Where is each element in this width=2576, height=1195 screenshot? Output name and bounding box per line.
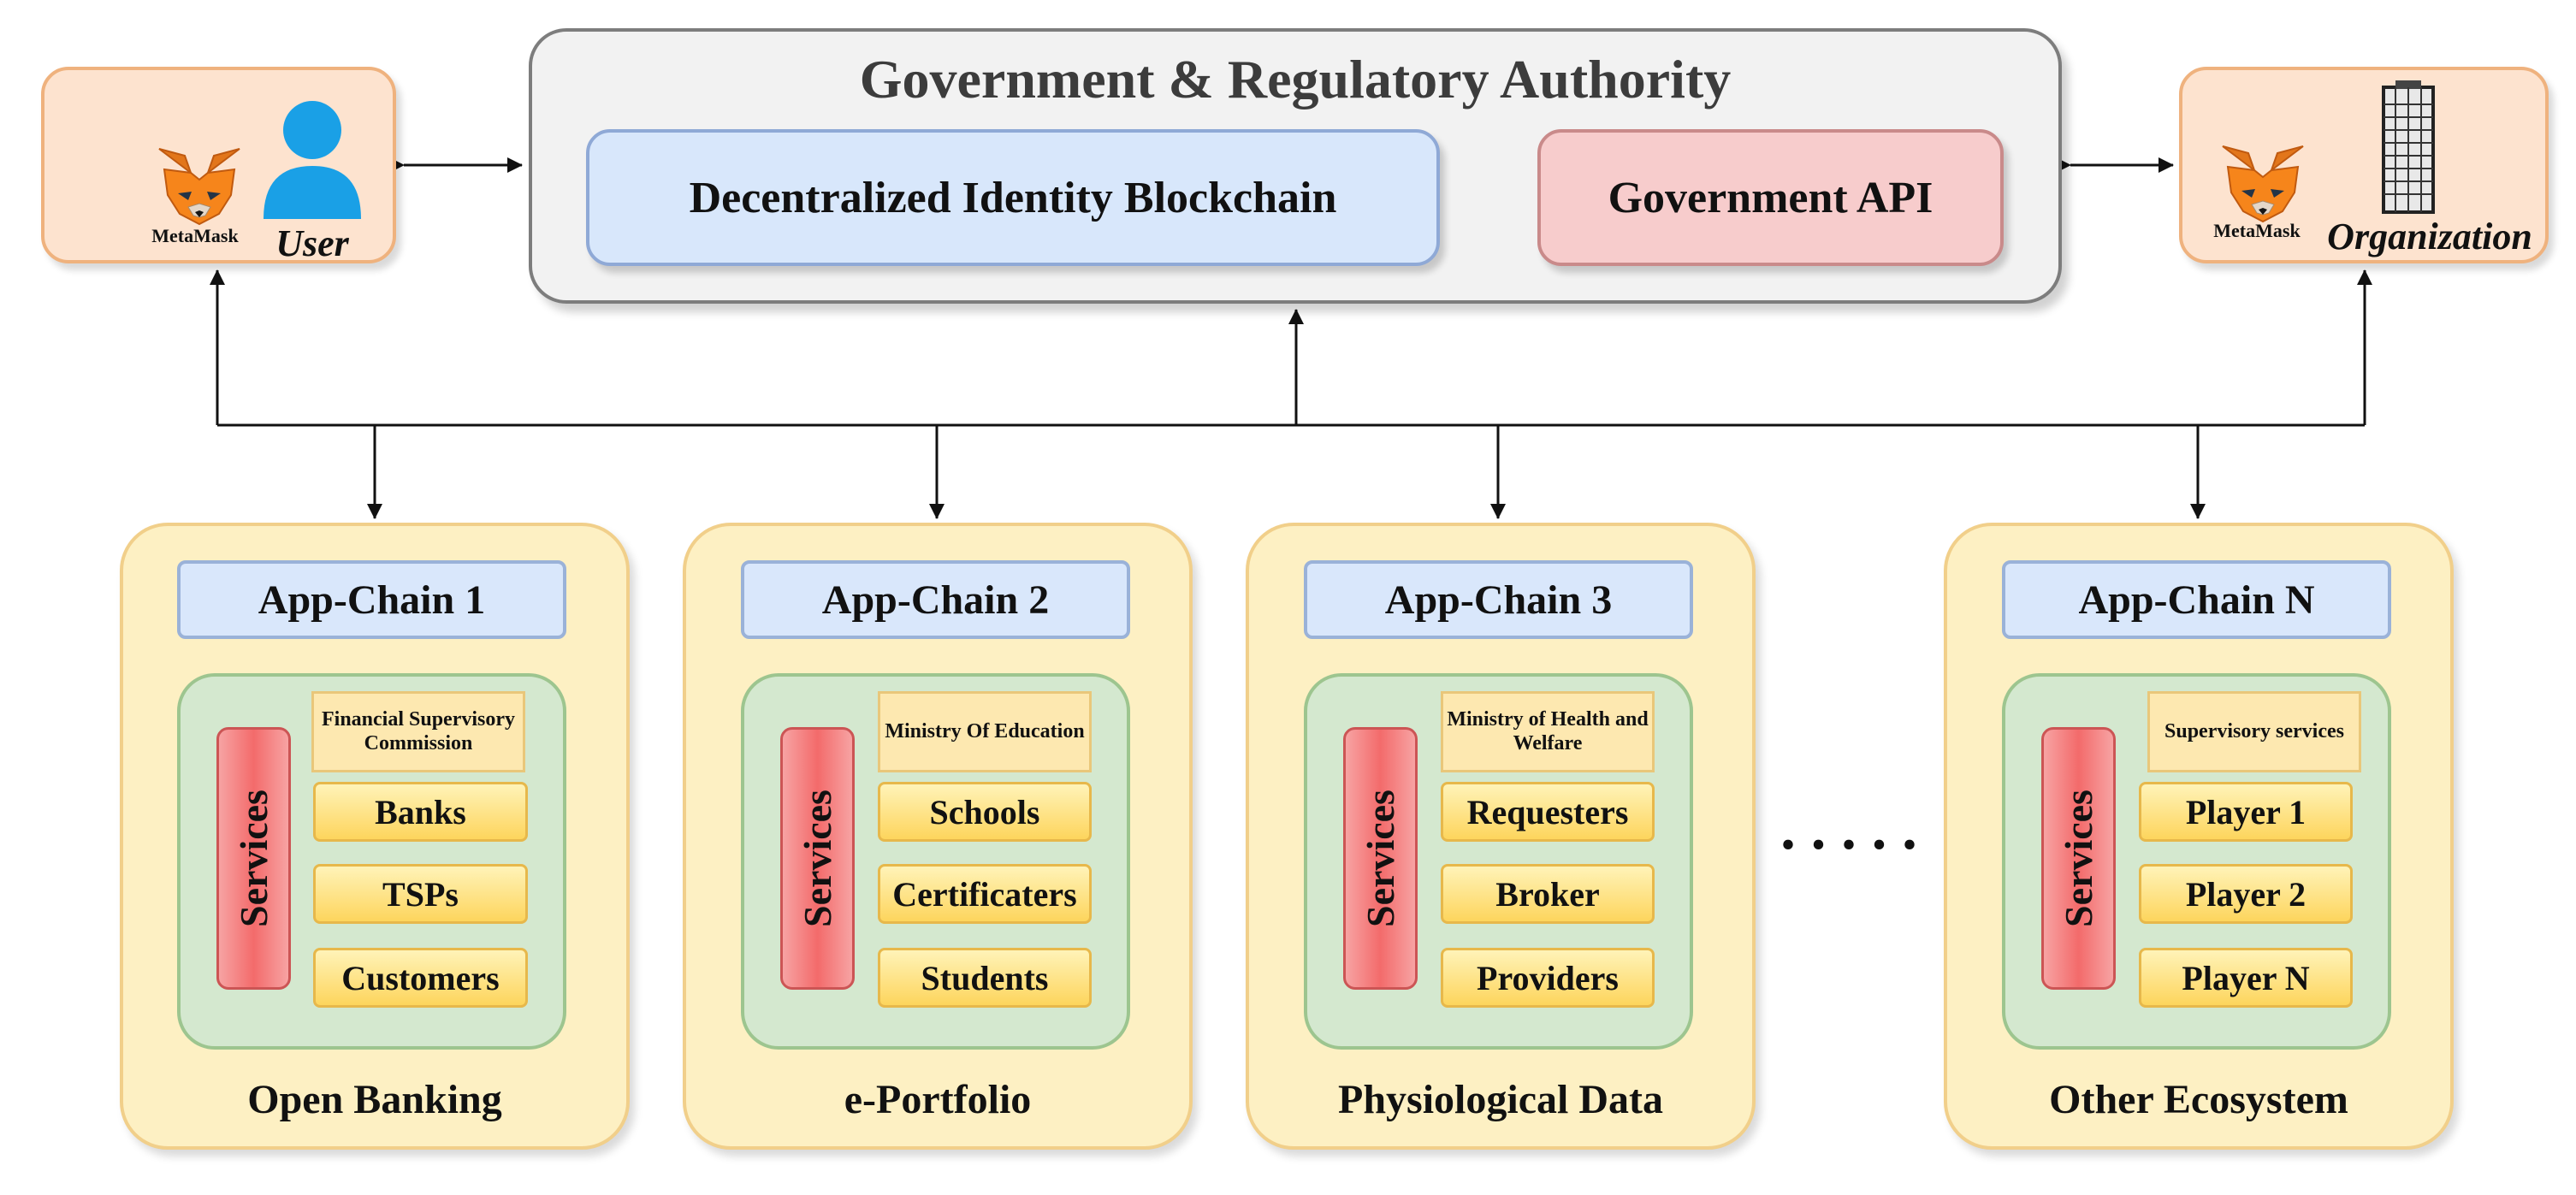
participant-item: Providers [1441,948,1655,1008]
user-person-icon [264,101,361,219]
government-authority-title: Government & Regulatory Authority [859,49,1732,109]
participant-item: Certificaters [878,864,1092,924]
participant-item: Customers [313,948,528,1008]
government-api-box: Government API [1537,129,2004,266]
participant-item: Banks [313,782,528,842]
supervisor-box: Ministry Of Education [878,691,1092,772]
ecosystem-label: Physiological Data [1338,1076,1663,1122]
services-bar: Services [2041,727,2116,990]
user-label: User [275,222,349,264]
metamask-fox-icon [2222,145,2304,223]
participant-item: Player 1 [2139,782,2353,842]
organization-box [2179,67,2549,263]
decentralized-identity-blockchain-box: Decentralized Identity Blockchain [586,129,1440,266]
participant-item: Broker [1441,864,1655,924]
more-ecosystems-ellipsis: ..... [1780,796,1933,862]
participant-item: Students [878,948,1092,1008]
participant-item: Player N [2139,948,2353,1008]
metamask-fox-icon [158,148,240,226]
services-bar: Services [216,727,291,990]
participant-item: TSPs [313,864,528,924]
organization-building-icon [2382,80,2435,214]
ecosystem-label: Other Ecosystem [2049,1076,2348,1122]
participant-item: Player 2 [2139,864,2353,924]
supervisor-box: Ministry of Health and Welfare [1441,691,1655,772]
app-chain-header: App-Chain N [2002,560,2391,639]
supervisor-box: Supervisory services [2147,691,2361,772]
app-chain-header: App-Chain 1 [177,560,566,639]
services-bar: Services [780,727,855,990]
user-metamask-label: MetaMask [151,225,239,246]
ecosystem-label: Open Banking [247,1076,502,1122]
organization-label: Organization [2327,215,2532,257]
app-chain-header: App-Chain 2 [741,560,1130,639]
supervisor-box: Financial Supervisory Commission [311,691,525,772]
app-chain-header: App-Chain 3 [1304,560,1693,639]
participant-item: Requesters [1441,782,1655,842]
organization-metamask-label: MetaMask [2213,220,2301,241]
participant-item: Schools [878,782,1092,842]
ecosystem-label: e-Portfolio [844,1076,1032,1122]
services-bar: Services [1343,727,1418,990]
